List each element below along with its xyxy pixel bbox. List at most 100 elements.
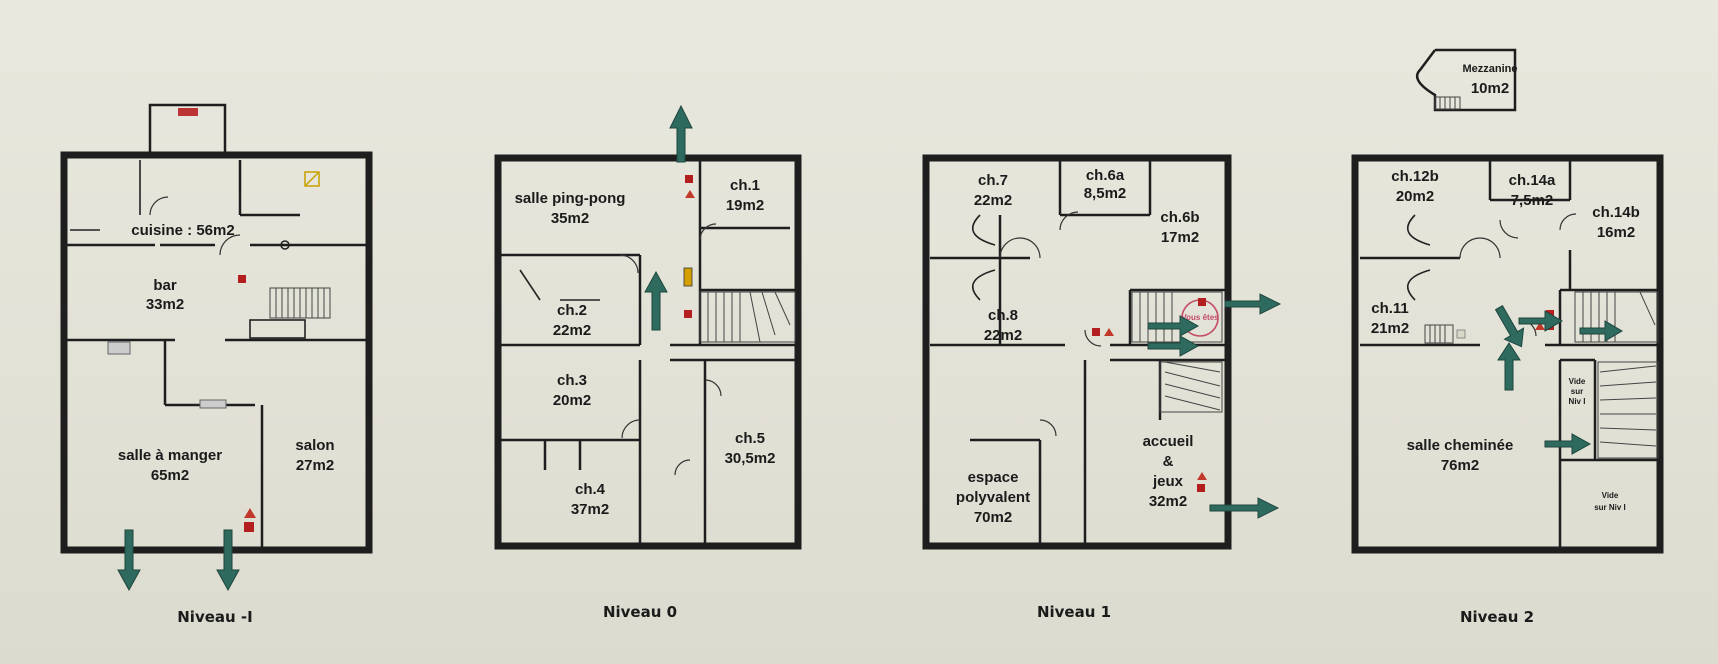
room-area-salle-cheminee: 76m2 [1441,457,1479,474]
exit-arrow-icon [1544,433,1592,455]
room-label-jeux: jeux [1152,473,1184,490]
plan-niveau-1: Vous êtes ch.7 22m2 ch.6a 8,5m2 ch.6b 17… [922,154,1282,621]
room-area-ch1: 19m2 [726,197,764,214]
room-area-ch12b: 20m2 [1396,188,1434,205]
fire-extinguisher-icon [684,310,692,318]
room-label-salle-a-manger: salle à manger [118,447,222,464]
room-area-ch3: 20m2 [553,392,591,409]
room-label-ch3: ch.3 [557,372,587,389]
door-swing-icon [619,223,722,476]
void-label-2-line2: sur Niv I [1594,503,1626,512]
room-label-ch1: ch.1 [730,177,760,194]
outer-wall [60,151,373,554]
room-label-ch7: ch.7 [978,172,1008,189]
room-area-ch8: 22m2 [984,327,1022,344]
plan-niveau-moins-1: cuisine : 56m2 bar 33m2 salle à manger 6… [60,103,373,626]
room-area-mezzanine: 10m2 [1471,80,1509,97]
exit-arrow-icon [1518,310,1563,332]
room-area-accueil-jeux: 32m2 [1149,493,1187,510]
exit-arrow-icon [644,270,668,331]
fire-extinguisher-icon [685,175,693,183]
room-label-mezzanine: Mezzanine [1462,63,1517,75]
room-area-salon: 27m2 [296,457,334,474]
room-area-ch7: 22m2 [974,192,1012,209]
stair-icon [1574,291,1659,459]
room-area-ch6a: 8,5m2 [1084,185,1127,202]
room-label-ch12b: ch.12b [1391,168,1439,185]
fire-alarm-icon [1104,328,1114,336]
room-label-ch6a: ch.6a [1086,167,1125,184]
level-title: Niveau 2 [1460,608,1534,626]
exit-arrow-icon [1209,497,1280,519]
room-label-bar: bar [153,277,177,294]
room-label-cuisine: cuisine : 56m2 [131,222,234,239]
svg-text:Vous êtes: Vous êtes [1181,313,1219,322]
light-icon [304,171,320,187]
room-label-ch2: ch.2 [557,302,587,319]
room-label-polyvalent: polyvalent [956,489,1030,506]
exit-arrow-icon [216,529,240,592]
exit-arrow-icon [117,529,141,592]
outer-wall [922,154,1232,550]
outer-wall [494,154,802,550]
level-title: Niveau 0 [603,603,677,621]
room-label-ch14b: ch.14b [1592,204,1640,221]
fire-extinguisher-icon [1092,328,1100,336]
room-area-ch6b: 17m2 [1161,229,1199,246]
exit-arrow-icon [1147,315,1200,337]
void-label-line3: Niv I [1569,397,1586,406]
exit-arrow-icon [1494,304,1525,348]
exit-arrow-icon [1224,293,1282,315]
stair-icon [269,287,331,319]
room-label-salon: salon [295,437,334,454]
exit-arrow-icon [669,104,693,163]
level-title: Niveau 1 [1037,603,1111,621]
exit-arrow-icon [1579,320,1623,342]
exit-arrow-icon [1497,342,1521,391]
door-swing-icon [999,211,1102,437]
fire-alarm-icon [685,190,695,198]
fire-extinguisher-icon [238,275,246,283]
room-area-ch4: 37m2 [571,501,609,518]
door-swing-icon [149,196,241,256]
stair-icon [1131,291,1223,413]
door-swing-icon [1459,213,1577,337]
plan-niveau-2: Mezzanine 10m2 [1351,48,1664,626]
room-area-ch14a: 7,5m2 [1511,192,1554,209]
room-area-bar: 33m2 [146,296,184,313]
room-label-ch11: ch.11 [1371,300,1409,317]
room-label-salle-cheminee: salle cheminée [1407,437,1514,454]
fire-alarm-icon [1535,322,1545,330]
fire-extinguisher-icon [178,108,198,116]
room-area-espace-polyvalent: 70m2 [974,509,1012,526]
room-area-ch2: 22m2 [553,322,591,339]
room-label-accueil: accueil [1143,433,1194,450]
mezzanine-wall [1415,48,1517,112]
void-label-line1: Vide [1569,377,1586,386]
fire-extinguisher-icon [244,522,254,532]
annex-wall [148,103,227,155]
outer-wall [1351,154,1664,554]
stair-icon [699,291,796,343]
fire-alarm-icon [244,508,256,518]
room-label-ch5: ch.5 [735,430,765,447]
room-area-ch14b: 16m2 [1597,224,1635,241]
void-label-line2: sur [1571,387,1583,396]
room-label-ch4: ch.4 [575,481,606,498]
room-label-espace: espace [968,469,1019,486]
level-title: Niveau -I [177,608,252,626]
room-area-salle-ping-pong: 35m2 [551,210,589,227]
room-label-ch8: ch.8 [988,307,1018,324]
room-label-ampersand: & [1163,453,1174,470]
room-area-ch5: 30,5m2 [725,450,776,467]
room-label-ch14a: ch.14a [1509,172,1556,189]
fire-extinguisher-icon [1197,484,1205,492]
fire-extinguisher-icon [1198,298,1206,306]
plan-niveau-0: salle ping-pong 35m2 ch.1 19m2 ch.2 22m2… [494,104,802,621]
fire-alarm-icon [1197,472,1207,480]
room-label-ch6b: ch.6b [1160,209,1199,226]
room-label-salle-ping-pong: salle ping-pong [515,190,626,207]
exit-arrow-icon [1147,335,1200,357]
stair-icon [1434,96,1461,110]
